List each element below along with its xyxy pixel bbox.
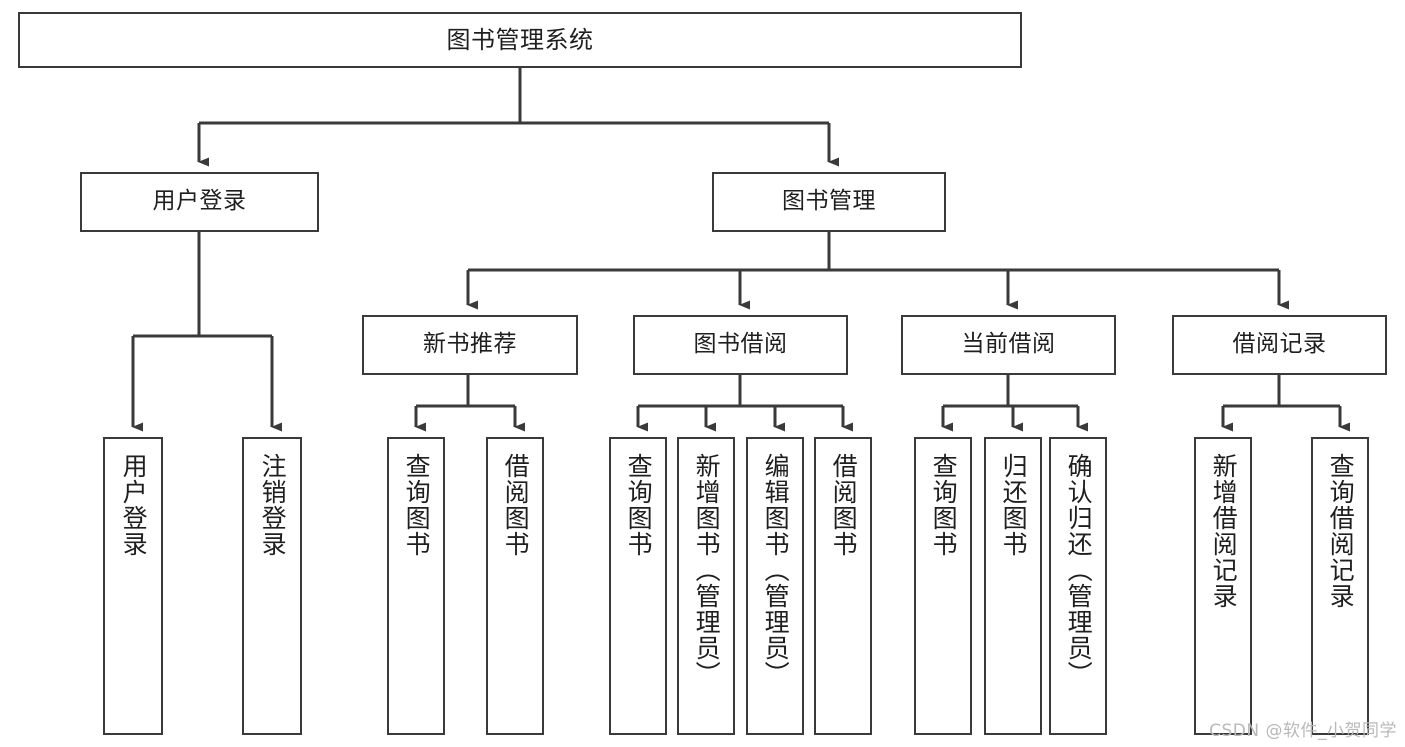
node-leaf-confirm-return-label: 确认归还（管理员） (1064, 453, 1094, 687)
node-leaf-confirm-return[interactable]: 确认归还（管理员） (1049, 437, 1107, 735)
node-leaf-query-book-1[interactable]: 查询图书 (387, 437, 445, 735)
node-leaf-borrow-book-2[interactable]: 借阅图书 (814, 437, 872, 735)
node-leaf-query-record-label: 查询借阅记录 (1326, 453, 1356, 609)
node-leaf-query-book-3-label: 查询图书 (929, 453, 959, 557)
node-leaf-borrow-book-1[interactable]: 借阅图书 (486, 437, 544, 735)
node-leaf-edit-book-label: 编辑图书（管理员） (761, 453, 791, 687)
node-book-borrow[interactable]: 图书借阅 (633, 315, 848, 375)
node-leaf-query-book-2-label: 查询图书 (624, 453, 654, 557)
csdn-watermark: CSDN @软件_小贺同学 (1209, 721, 1397, 741)
node-leaf-query-book-3[interactable]: 查询图书 (914, 437, 972, 735)
node-leaf-borrow-book-1-label: 借阅图书 (501, 453, 531, 557)
node-leaf-return-book-label: 归还图书 (999, 453, 1029, 557)
node-user-login[interactable]: 用户登录 (80, 172, 319, 232)
node-leaf-logout[interactable]: 注销登录 (242, 437, 302, 735)
node-leaf-query-book-1-label: 查询图书 (402, 453, 432, 557)
node-new-book-recommend-label: 新书推荐 (423, 331, 517, 358)
node-book-manage-label: 图书管理 (782, 188, 876, 215)
node-leaf-user-login-label: 用户登录 (119, 453, 149, 557)
node-leaf-edit-book[interactable]: 编辑图书（管理员） (746, 437, 804, 735)
node-leaf-user-login[interactable]: 用户登录 (103, 437, 163, 735)
node-leaf-borrow-book-2-label: 借阅图书 (829, 453, 859, 557)
node-current-borrow-label: 当前借阅 (961, 331, 1056, 358)
node-leaf-add-book[interactable]: 新增图书（管理员） (677, 437, 735, 735)
node-borrow-record-label: 借阅记录 (1232, 331, 1327, 358)
node-leaf-return-book[interactable]: 归还图书 (984, 437, 1042, 735)
node-leaf-query-record[interactable]: 查询借阅记录 (1311, 437, 1369, 735)
node-book-manage[interactable]: 图书管理 (712, 172, 946, 232)
node-borrow-record[interactable]: 借阅记录 (1172, 315, 1387, 375)
node-leaf-add-record-label: 新增借阅记录 (1209, 453, 1239, 609)
node-root[interactable]: 图书管理系统 (18, 12, 1022, 68)
node-new-book-recommend[interactable]: 新书推荐 (362, 315, 578, 375)
node-leaf-logout-label: 注销登录 (258, 453, 288, 557)
node-leaf-query-book-2[interactable]: 查询图书 (609, 437, 667, 735)
node-leaf-add-record[interactable]: 新增借阅记录 (1194, 437, 1252, 735)
node-user-login-label: 用户登录 (152, 188, 247, 215)
node-current-borrow[interactable]: 当前借阅 (901, 315, 1116, 375)
node-book-borrow-label: 图书借阅 (693, 331, 788, 358)
node-root-label: 图书管理系统 (446, 25, 594, 54)
node-leaf-add-book-label: 新增图书（管理员） (692, 453, 722, 687)
